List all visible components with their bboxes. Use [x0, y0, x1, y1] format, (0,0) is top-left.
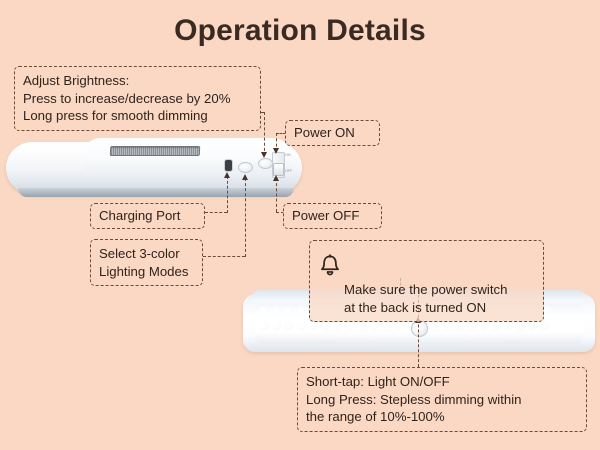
- usb-c-port-icon: [224, 159, 233, 172]
- led: [333, 321, 343, 330]
- leader-power-off-horizontal: [276, 212, 284, 213]
- led: [345, 321, 355, 330]
- callout-power-on: Power ON: [285, 120, 380, 146]
- callout-power-off: Power OFF: [283, 203, 382, 229]
- led: [369, 321, 379, 330]
- led: [260, 308, 269, 315]
- page-title: Operation Details: [174, 14, 426, 47]
- leader-modes-horizontal: [203, 256, 245, 257]
- arrowhead-brightness: [261, 152, 267, 158]
- lamp-back-vent-strip: [109, 146, 201, 156]
- led: [394, 321, 404, 330]
- led: [515, 321, 525, 330]
- led: [260, 321, 269, 330]
- switch-label-on: ON: [285, 152, 291, 157]
- callout-adjust-brightness: Adjust Brightness: Press to increase/dec…: [14, 66, 261, 131]
- leader-charging-vertical: [227, 176, 228, 213]
- led: [296, 321, 306, 330]
- leader-brightness-vertical: [264, 112, 265, 156]
- callout-lighting-modes: Select 3-color Lighting Modes: [90, 239, 203, 286]
- led: [272, 321, 282, 330]
- arrowhead-charging: [224, 172, 230, 178]
- led: [381, 321, 391, 330]
- brightness-button[interactable]: [258, 158, 273, 169]
- switch-label-off: OFF: [285, 168, 293, 173]
- leader-power-off-vertical: [276, 178, 277, 212]
- leader-charging-horizontal: [205, 212, 227, 213]
- led: [272, 308, 282, 315]
- callout-power-switch-notice: Make sure the power switch at the back i…: [309, 240, 544, 322]
- led: [296, 308, 306, 315]
- led: [467, 321, 477, 330]
- led: [430, 321, 440, 330]
- led: [308, 321, 318, 330]
- callout-charging-port: Charging Port: [90, 203, 205, 229]
- leader-modes-vertical: [245, 178, 246, 257]
- led: [284, 321, 294, 330]
- led: [528, 321, 538, 330]
- arrowhead-power-off: [273, 175, 279, 181]
- callout-power-switch-notice-text: Make sure the power switch at the back i…: [344, 282, 508, 315]
- arrowhead-modes: [242, 174, 248, 180]
- leader-brightness-horizontal: [261, 112, 265, 113]
- leader-power-on-horizontal: [276, 133, 286, 134]
- led: [320, 321, 330, 330]
- led: [491, 321, 501, 330]
- led: [357, 321, 367, 330]
- arrowhead-power-on: [273, 148, 279, 154]
- led: [442, 321, 452, 330]
- callout-tap-behavior: Short-tap: Light ON/OFF Long Press: Step…: [297, 367, 587, 432]
- lamp-back-base-plate: [18, 188, 294, 197]
- led: [503, 321, 513, 330]
- led: [479, 321, 489, 330]
- color-mode-button[interactable]: [238, 162, 253, 173]
- led: [455, 321, 464, 330]
- leader-power-on-vertical: [276, 133, 277, 152]
- bell-icon: [321, 254, 339, 276]
- led: [284, 308, 294, 315]
- led: [540, 321, 550, 330]
